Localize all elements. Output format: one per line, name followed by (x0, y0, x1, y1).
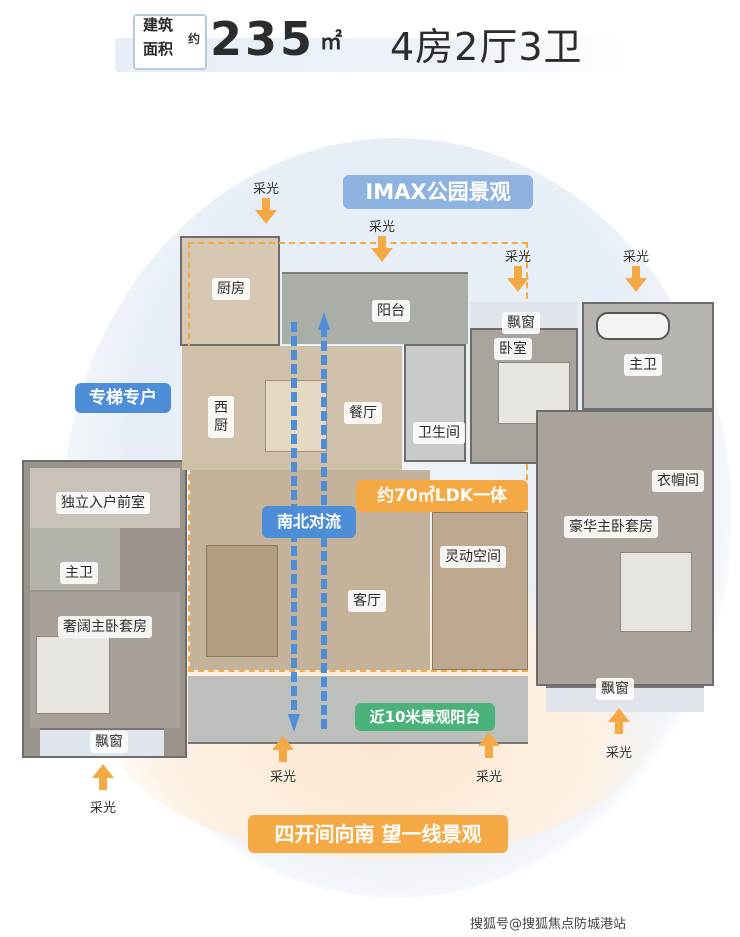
room-label-left-bay-window: 飘窗 (90, 731, 128, 753)
area-label-line2: 面积 (143, 40, 174, 58)
room-label-luxury-master: 豪华主卧套房 (564, 516, 658, 538)
right-bed (620, 552, 692, 632)
flex-space-area (432, 512, 528, 670)
sunlight-arrow-up-icon (478, 732, 500, 758)
room-label-dining: 餐厅 (344, 402, 382, 424)
sunlight-arrow-up-icon (92, 764, 114, 790)
room-label-foyer: 独立入户前室 (56, 492, 150, 514)
sunlight-label-6: 采光 (475, 770, 502, 785)
room-label-western-kitchen: 西厨 (208, 396, 234, 438)
approx-label: 约 (188, 32, 201, 46)
room-label-bathroom: 卫生间 (413, 422, 465, 444)
room-label-flex-space: 灵动空间 (440, 546, 506, 568)
area-label-line1: 建筑 (143, 16, 174, 34)
balcony-badge: 近10米景观阳台 (355, 703, 495, 731)
ldk-badge: 约70㎡LDK一体 (356, 480, 528, 512)
sunlight-label-5: 采光 (269, 770, 296, 785)
living-rug (206, 545, 278, 657)
right-master-bedroom-area (536, 410, 714, 686)
room-label-living: 客厅 (348, 590, 386, 612)
room-label-bedroom: 卧室 (494, 338, 532, 360)
sunlight-arrow-down-icon (255, 198, 277, 224)
sunlight-label-4: 采光 (622, 250, 649, 265)
sunlight-arrow-up-icon (272, 736, 294, 762)
sunlight-label-3: 采光 (504, 250, 531, 265)
ventilation-badge: 南北对流 (262, 506, 356, 538)
room-label-left-master-bath: 主卫 (60, 562, 98, 584)
imax-view-badge: IMAX公园景观 (343, 175, 533, 209)
room-label-wardrobe: 衣帽间 (652, 470, 704, 492)
sunlight-label-1: 采光 (252, 182, 279, 197)
sunlight-arrow-up-icon (608, 708, 630, 734)
area-unit: ㎡ (320, 30, 343, 55)
private-elevator-badge: 专梯专户 (75, 383, 171, 413)
sunlight-arrow-down-icon (507, 266, 529, 292)
area-label-box (133, 14, 207, 70)
sunlight-arrow-down-icon (625, 266, 647, 292)
sunlight-label-8: 采光 (89, 801, 116, 816)
center-bathroom-area (404, 344, 466, 462)
room-label-kitchen: 厨房 (212, 278, 250, 300)
left-bed (36, 636, 110, 714)
room-label-north-bay-window: 飘窗 (502, 312, 540, 334)
sunlight-label-2: 采光 (368, 220, 395, 235)
bathtub (596, 312, 670, 340)
area-value: 235 (210, 12, 316, 66)
room-label-lavish-master: 奢阔主卧套房 (58, 616, 152, 638)
room-label-north-balcony: 阳台 (372, 300, 410, 322)
room-label-right-master-bath: 主卫 (624, 354, 662, 376)
sunlight-arrow-down-icon (371, 236, 393, 262)
watermark: 搜狐号@搜狐焦点防城港站 (470, 917, 627, 932)
south-view-badge: 四开间向南 望一线景观 (248, 815, 508, 853)
layout-summary: 4房2厅3卫 (390, 25, 583, 69)
room-label-right-bay-window: 飘窗 (596, 678, 634, 700)
sunlight-label-7: 采光 (605, 746, 632, 761)
